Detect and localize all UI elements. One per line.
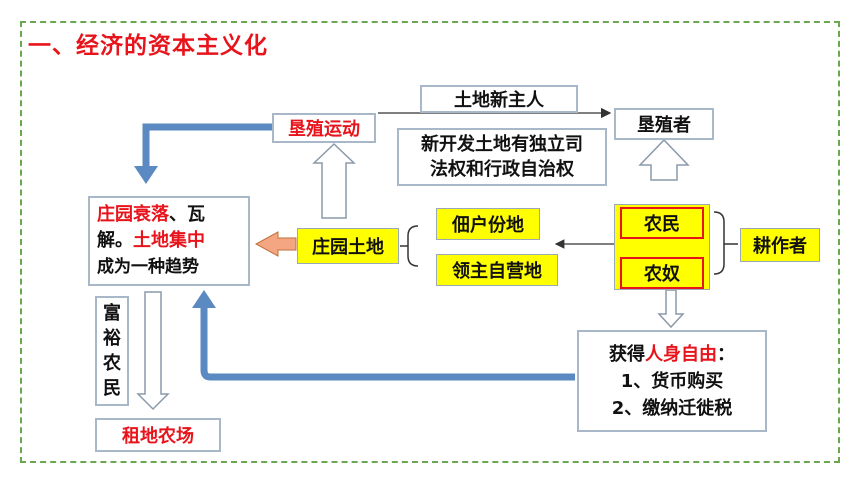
arrow-freedom-to-decline [200,305,575,381]
bracket-manor-land [407,225,419,267]
node-tenant-land: 佃户份地 [436,208,540,240]
node-manor-land: 庄园土地 [297,228,399,264]
dashed-frame [20,21,840,463]
node-personal-freedom: 获得人身自由： 1、货币购买 2、缴纳迁徙税 [577,330,767,432]
node-lord-land: 领主自营地 [436,254,558,286]
node-rich-farmers: 富 裕 农 民 [95,296,129,406]
section-title: 一、经济的资本主义化 [28,33,268,59]
hollow-arrow-serf-to-freedom [657,289,685,329]
node-serfs: 农奴 [620,257,704,289]
arrowhead-freedom-to-decline [192,290,216,308]
node-settlers: 垦殖者 [614,108,714,140]
node-leased-farm: 租地农场 [95,418,221,452]
node-peasants: 农民 [620,207,704,239]
hollow-arrow-decline-to-farm [136,291,170,411]
hollow-arrow-cultivators-to-settlers [638,138,690,181]
arrowhead-reclamation-to-decline [134,166,158,184]
node-new-land-owner: 土地新主人 [420,85,578,113]
bracket-cultivators [713,211,725,275]
arrow-reclamation-to-decline [142,123,272,168]
node-manor-decline: 庄园衰落、瓦 解。土地集中 成为一种趋势 [88,196,250,286]
node-new-land-rights: 新开发土地有独立司 法权和行政自治权 [397,128,607,186]
orange-arrow-manor-to-decline [254,231,297,257]
hollow-arrow-manor-to-reclamation [312,142,356,219]
node-reclamation-movement: 垦殖运动 [272,113,376,143]
node-cultivators: 耕作者 [740,228,820,262]
